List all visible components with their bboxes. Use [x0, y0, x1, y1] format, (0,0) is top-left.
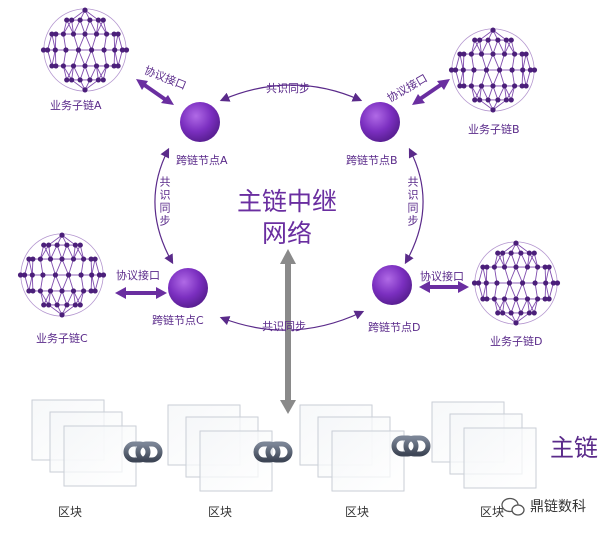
sync-label-bottom: 共识同步 [262, 320, 306, 333]
protocol-label-d: 协议接口 [420, 270, 464, 283]
cross-chain-nodes [168, 102, 412, 308]
center-title-line1: 主链中继 [236, 187, 337, 216]
sync-arrow-top [219, 84, 363, 102]
node-d-circle [372, 265, 412, 305]
business-chain-label-b: 业务子链B [468, 123, 520, 136]
chain-link-2 [253, 441, 293, 463]
node-label-b: 跨链节点B [346, 154, 398, 167]
watermark-text: 鼎链数科 [530, 499, 586, 515]
business-chain-label-c: 业务子链C [36, 332, 88, 345]
center-title-line2: 网络 [261, 219, 312, 248]
sync-arrow-left [154, 147, 174, 265]
main-chain-label: 主链 [550, 434, 598, 462]
globe-b [448, 27, 538, 113]
protocol-arrow-c [115, 287, 167, 299]
sync-arrow-right [404, 147, 424, 265]
protocol-arrow-a [136, 79, 174, 105]
business-chain-globes [17, 7, 561, 326]
sync-label-top: 共识同步 [266, 82, 310, 95]
block-stack-3 [299, 404, 405, 492]
globe-d [471, 240, 561, 326]
block-label-1: 区块 [58, 505, 83, 519]
globe-c [17, 232, 107, 318]
block-label-3: 区块 [345, 505, 370, 519]
globe-a [40, 7, 130, 93]
block-label-2: 区块 [208, 505, 233, 519]
protocol-arrow-d [419, 281, 469, 293]
protocol-arrows [115, 79, 469, 299]
chain-links [123, 435, 431, 463]
sync-label-left: 共识同步 [158, 176, 171, 228]
block-stack-1 [31, 399, 137, 487]
block-stack-4 [431, 401, 537, 489]
node-label-c: 跨链节点C [152, 314, 204, 327]
chain-link-1 [123, 441, 163, 463]
chain-link-3 [391, 435, 431, 457]
node-c-circle [168, 268, 208, 308]
center-title: 主链中继 网络 [212, 186, 362, 250]
node-label-d: 跨链节点D [368, 321, 421, 334]
node-b-circle [360, 102, 400, 142]
sync-ring [154, 84, 424, 331]
protocol-arrow-b [412, 79, 450, 105]
relay-link-arrow [280, 249, 296, 414]
protocol-label-c: 协议接口 [116, 269, 160, 282]
node-a-circle [180, 102, 220, 142]
business-chain-label-d: 业务子链D [490, 335, 543, 348]
node-label-a: 跨链节点A [176, 154, 228, 167]
wechat-icon [501, 497, 525, 516]
business-chain-label-a: 业务子链A [50, 99, 102, 112]
sync-label-right: 共识同步 [406, 176, 419, 228]
sync-arrow-bottom [219, 310, 365, 331]
block-label-4: 区块 [480, 505, 505, 519]
